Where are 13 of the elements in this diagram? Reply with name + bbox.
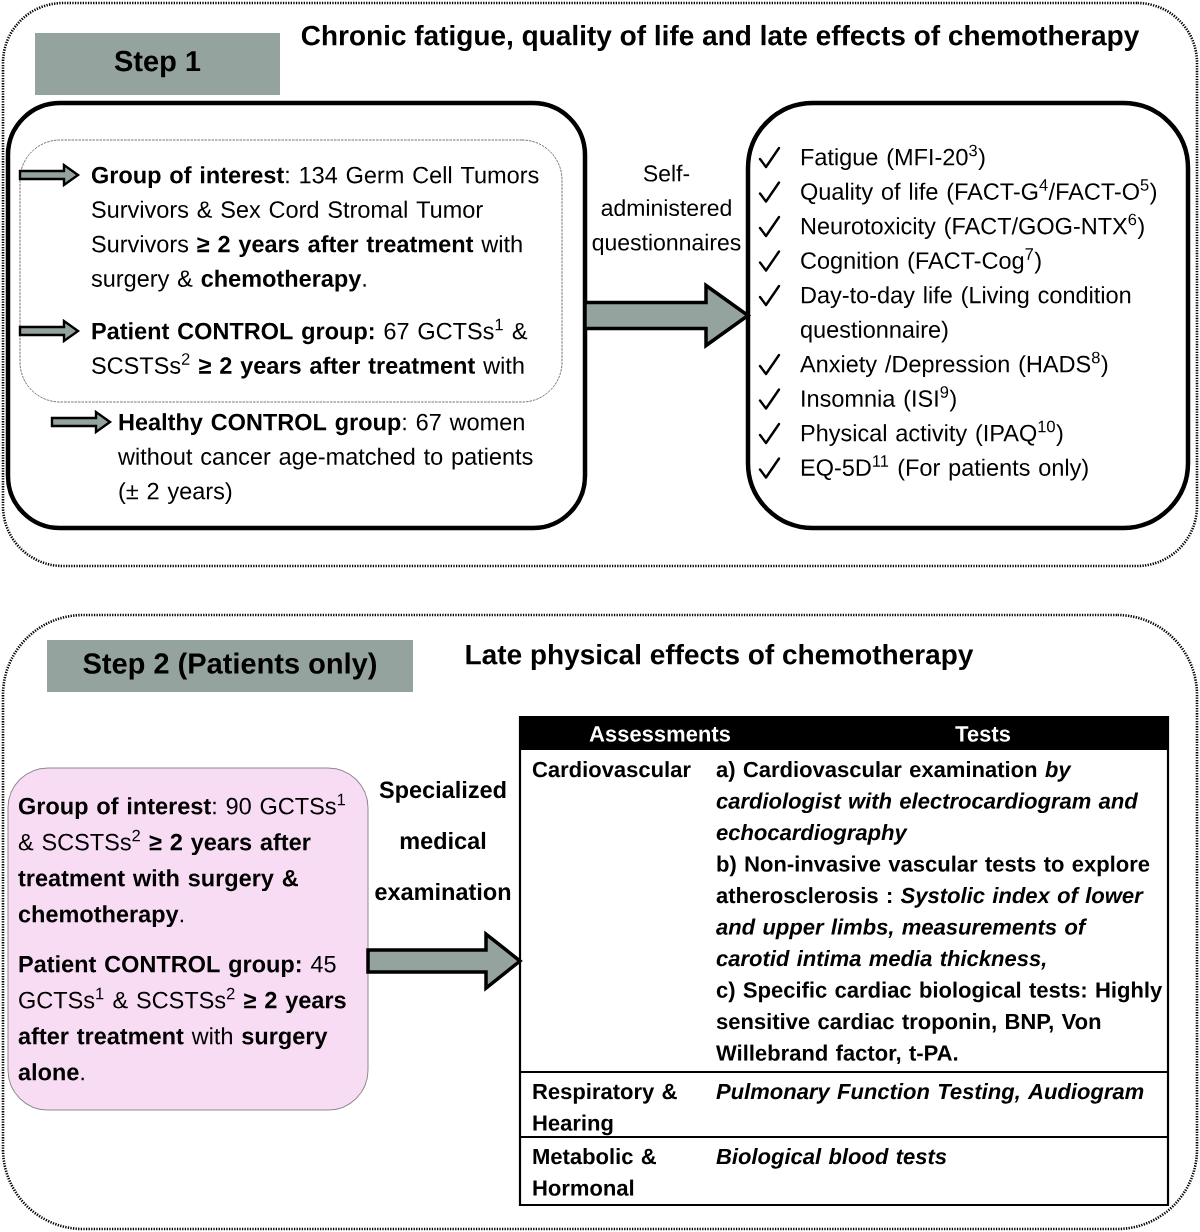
edge-label: Self-administered questionnaires bbox=[592, 164, 741, 256]
node-label: Tests bbox=[955, 726, 1011, 742]
table: Assessments Tests Cardiovascular a) Cardiovascular examination by cardiologist with electrocardiogram and echocardiography b) Non-invasive vascular tests to explore atherosclerosis : Systolic index of lower and upper limbs, measurements of carotid intima media thickness, c) Specific cardiac biological tests: Highly sensitive cardiac troponin, BNP, Von Willebrand factor, t-PA. Respiratory & Hearing Pulmonary Function Testing, Audiogram Metabolic & Hormonal Biological blood tests bbox=[518, 715, 1170, 1207]
group-box: Group of interest: 90 GCTSs$^{1}$ & SCSTSs$^{2}$ ≥ 2 years after treatment with surgery & chemotherapy. Patient CONTROL group: 45 GCTSs$^{1}$ & SCSTSs$^{2}$ ≥ 2 years after treatment with surgery alone. bbox=[7, 767, 369, 1111]
table-header: Assessments Tests bbox=[520, 717, 1168, 750]
step-banner: Step 1 bbox=[35, 33, 280, 95]
step-banner: Step 2 (Patients only) bbox=[47, 640, 413, 692]
block-arrow bbox=[366, 930, 523, 992]
group-box: Group of interest: 134 Germ Cell Tumors Survivors & Sex Cord Stromal Tumor Survivors ≥ 2 years after treatment with surgery & chemotherapy. Patient CONTROL group: 67 GCTSs$^{1}$ & SCSTSs$^{2}$ ≥ 2 years after treatment with bbox=[18, 139, 563, 403]
edge-label: Specialized medical examination bbox=[375, 780, 511, 901]
checklist-box: Fatigue (MFI-20$^{3}$) Quality of life (FACT-G$^{4}$/FACT-O$^{5}$) Neurotoxicity (FACT/GOG-NTX$^{6}$) Cognition (FACT-Cog$^{7}$) Day-to-day life (Living condition questionnaire) Anxiety /Depression (HADS$^{8}$) Insomnia (ISI$^{9}$) Physical activity (IPAQ$^{10}$) EQ-5D$^{11}$ (For patients only) bbox=[745, 100, 1191, 531]
node-label: Assessments bbox=[589, 726, 731, 742]
block-arrow bbox=[583, 282, 752, 349]
